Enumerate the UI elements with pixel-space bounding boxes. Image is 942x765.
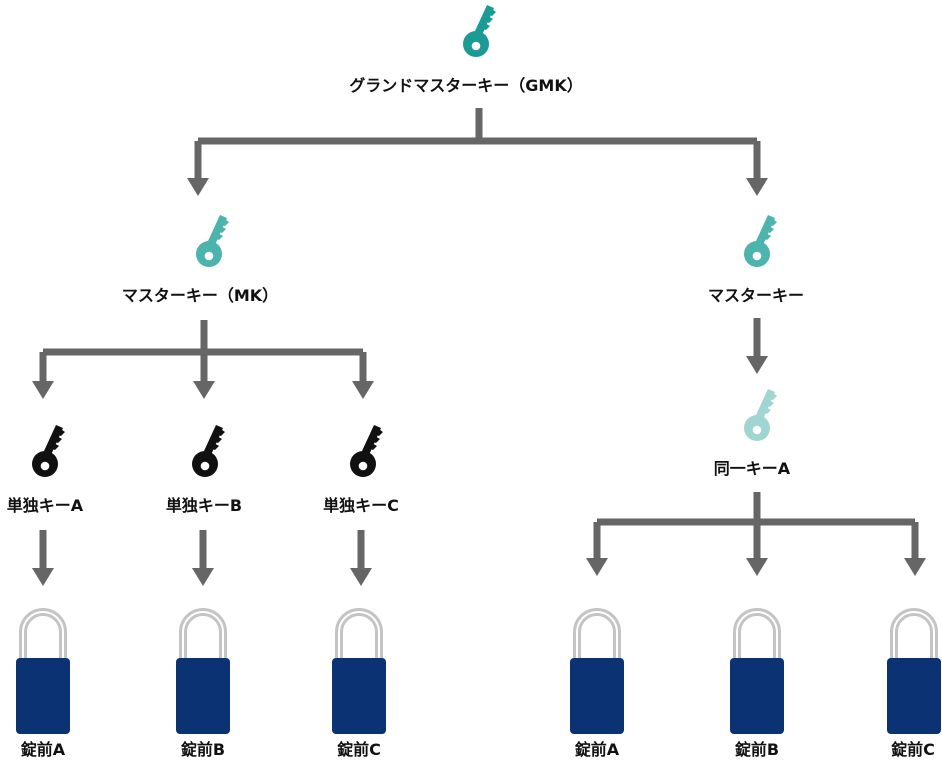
gmk-label: グランドマスターキー（GMK） (349, 76, 583, 95)
mk2-label: マスターキー (707, 286, 805, 305)
arrowhead (32, 381, 54, 399)
lock-a-label: 錠前A (574, 740, 620, 759)
connector-mk-branches (39, 320, 367, 383)
arrowhead (746, 178, 768, 196)
padlock-icon (570, 612, 624, 734)
mk-label: マスターキー（MK） (121, 286, 279, 305)
lock-c-label: 錠前C (891, 740, 935, 759)
arrowhead (746, 356, 768, 374)
arrowhead (32, 568, 54, 586)
lock-c-label: 錠前C (337, 740, 381, 759)
key-icon (196, 215, 229, 267)
padlock-icon (176, 612, 230, 734)
single-key-a-label: 単独キーA (6, 496, 84, 515)
connector-same-branches (593, 492, 919, 560)
padlock-icon (730, 612, 784, 734)
arrowhead (193, 381, 215, 399)
key-icon (192, 425, 225, 477)
key-icon (350, 425, 383, 477)
lock-b-label: 錠前B (734, 740, 780, 759)
single-key-c-label: 単独キーC (323, 496, 399, 515)
arrowhead (352, 381, 374, 399)
lock-a-label: 錠前A (20, 740, 66, 759)
arrowhead (746, 558, 768, 576)
same-key-label: 同一キーA (713, 459, 791, 478)
arrowhead (350, 568, 372, 586)
single-key-b-label: 単独キーB (165, 496, 243, 515)
arrowhead (904, 558, 926, 576)
key-icon (744, 215, 777, 267)
connector-gmk-branches (194, 108, 761, 180)
padlock-icon (332, 612, 386, 734)
lock-b-label: 錠前B (180, 740, 226, 759)
padlock-icon (16, 612, 70, 734)
key-icon (32, 425, 65, 477)
padlock-icon (887, 612, 941, 734)
key-icon (744, 389, 777, 441)
arrowhead (192, 568, 214, 586)
key-icon (463, 5, 496, 57)
connectors (39, 108, 919, 570)
arrowhead (187, 178, 209, 196)
arrowheads (32, 178, 926, 586)
arrowhead (586, 558, 608, 576)
